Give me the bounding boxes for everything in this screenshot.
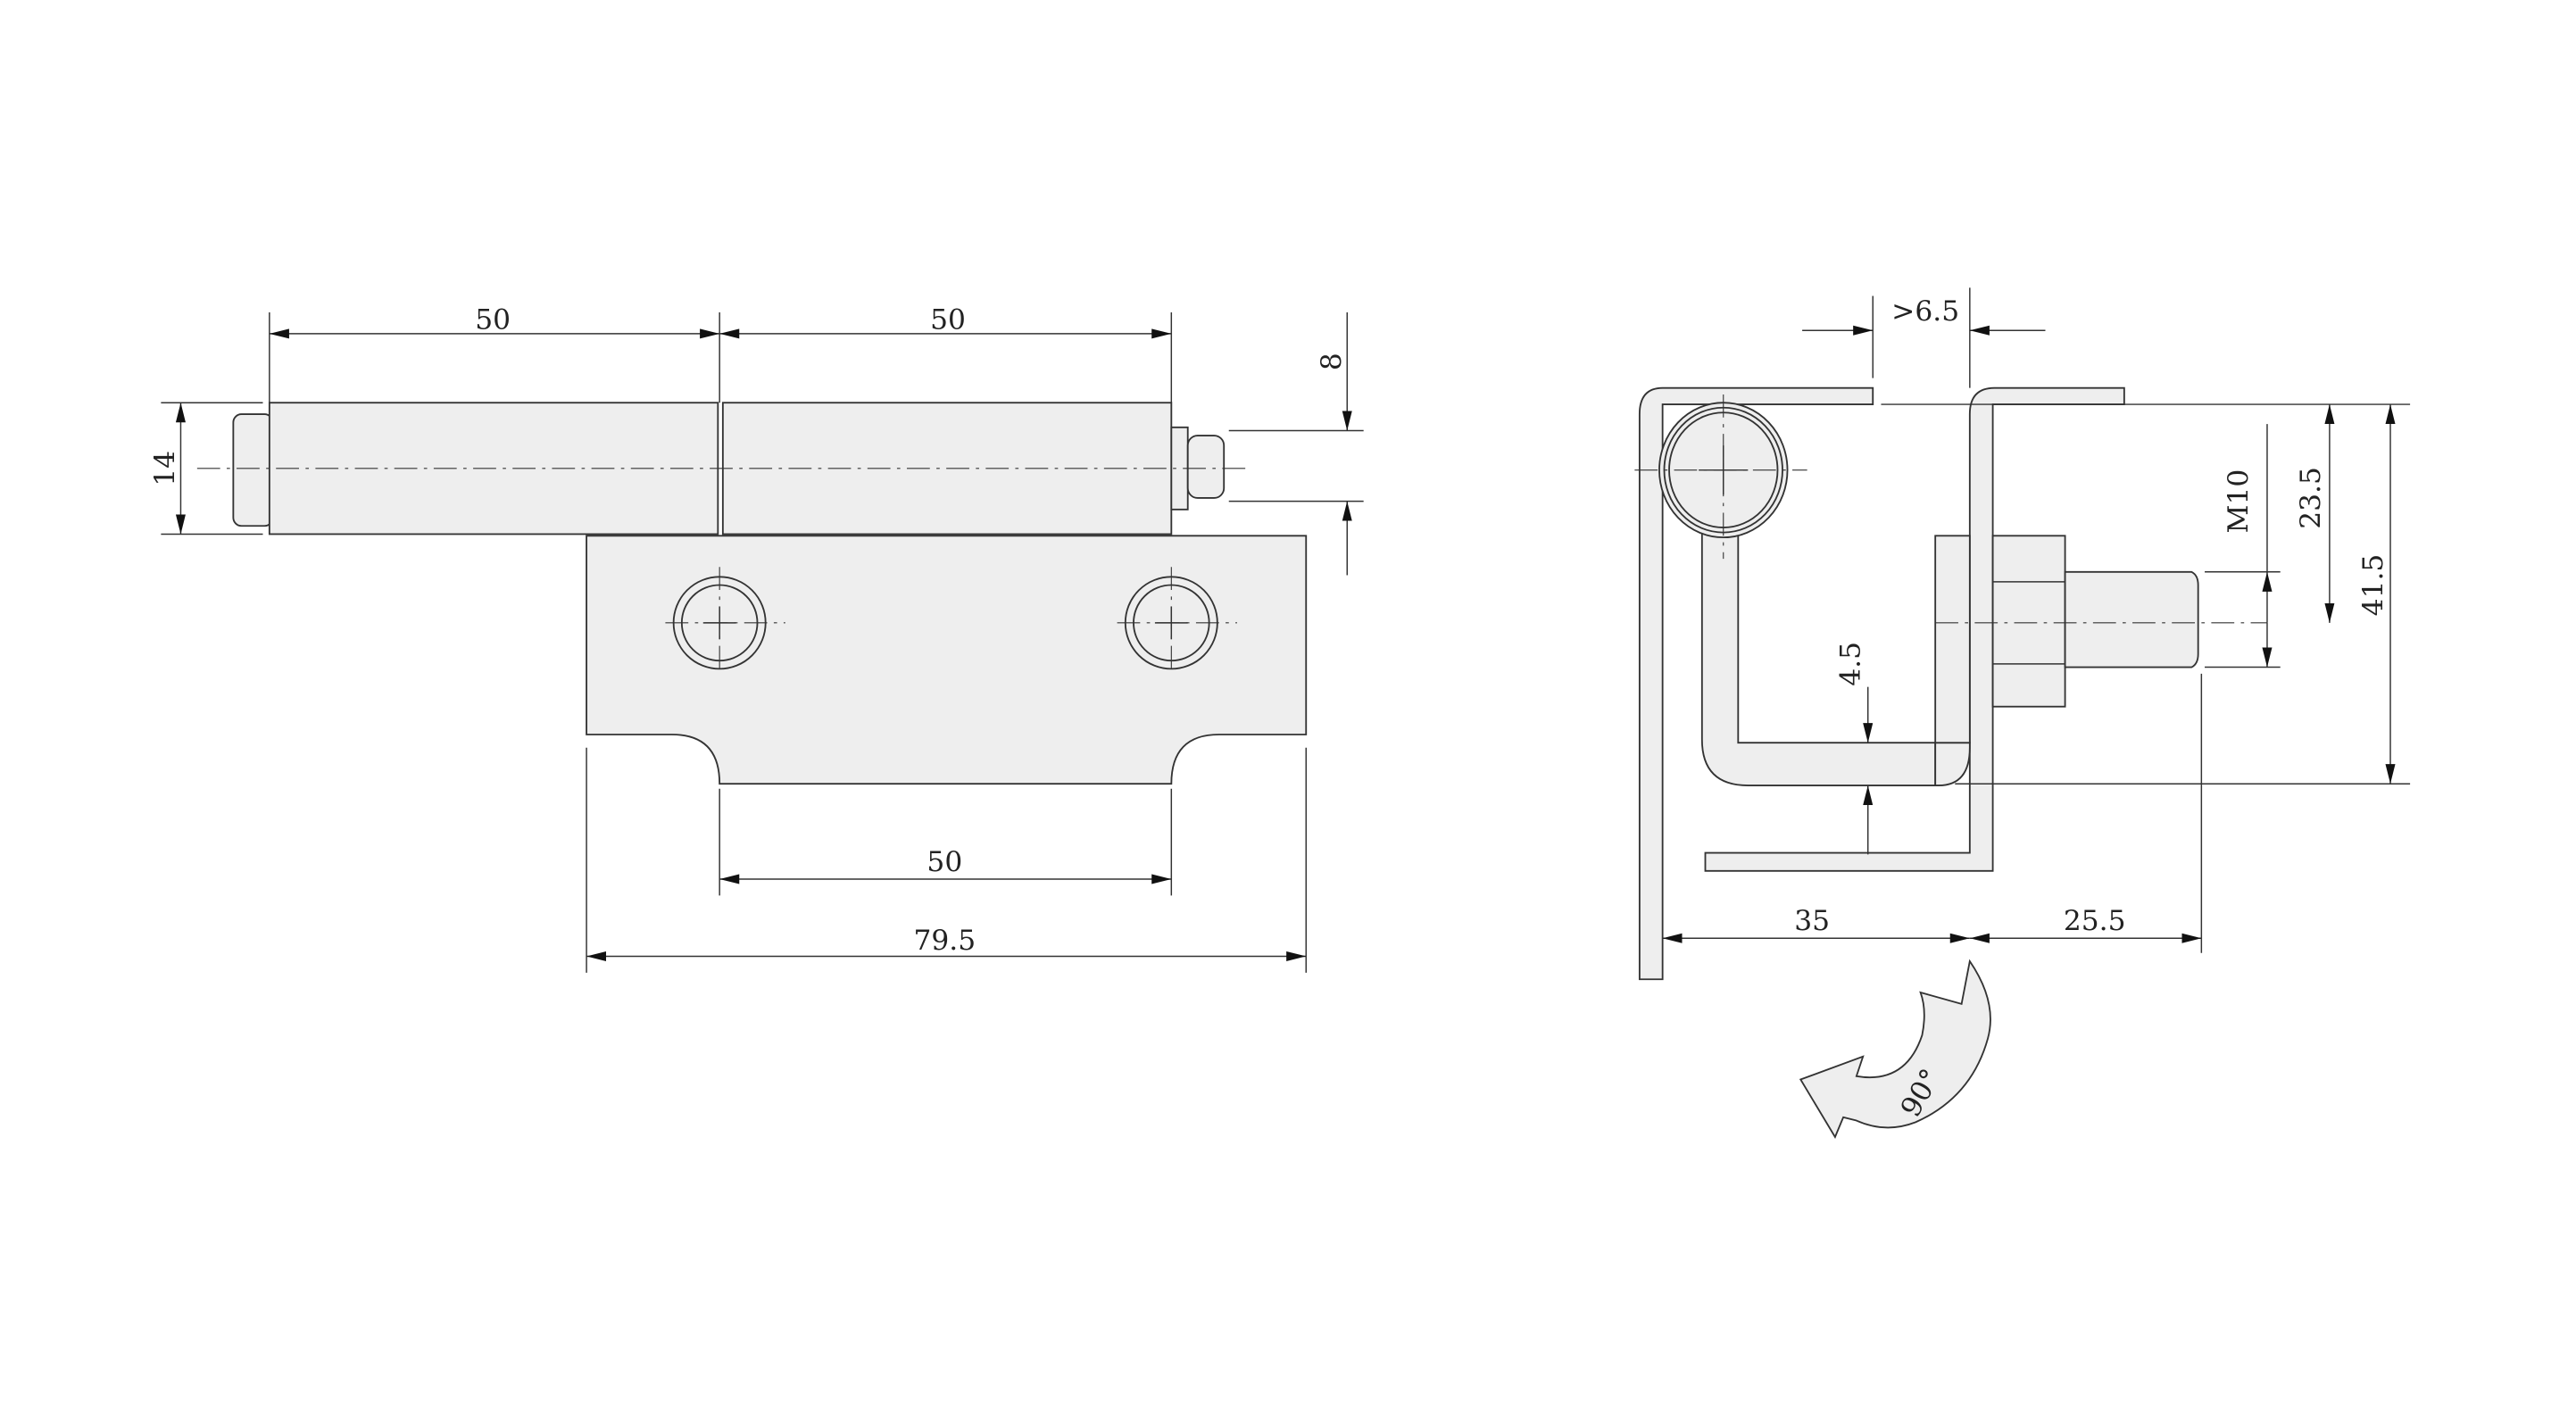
dim-total-height: 41.5 [2357, 554, 2389, 617]
dim-gap: >6.5 [1891, 295, 1959, 328]
pin-end-cap [232, 413, 274, 527]
dim-pin-left: 50 [475, 303, 511, 336]
mounting-hole-right [1117, 567, 1237, 674]
backing-block [1934, 535, 1971, 744]
dim-pin-right: 50 [930, 303, 966, 336]
dim-pin-diameter: 14 [149, 451, 181, 486]
knuckle [1634, 394, 1807, 560]
outer-bracket [1638, 386, 1874, 981]
dim-offset-left: 35 [1794, 905, 1830, 937]
leg-corner [1934, 742, 1971, 786]
inner-bracket [1704, 386, 2125, 872]
dim-offset-right: 25.5 [2064, 905, 2126, 937]
dim-plate-width: 79.5 [914, 925, 976, 957]
pin-end-tip [1186, 435, 1226, 499]
rotation-arrow-icon [1799, 959, 1991, 1139]
dim-end-height: 8 [1316, 353, 1348, 370]
dim-hole-spacing: 50 [927, 846, 962, 878]
mounting-hole-left [665, 567, 785, 674]
front-view: 50 50 14 8 50 79.5 [149, 303, 1364, 973]
dim-thread: M10 [2223, 469, 2255, 534]
dim-thickness: 4.5 [1835, 642, 1867, 686]
threaded-stud [2064, 570, 2199, 668]
side-view: >6.5 M10 23.5 41.5 4.5 35 25.5 90° [1634, 287, 2411, 1139]
hex-nut [1991, 535, 2066, 708]
dim-center-height: 23.5 [2295, 467, 2327, 529]
pin-leg [1700, 528, 1937, 786]
hinge-plate [586, 535, 1308, 785]
